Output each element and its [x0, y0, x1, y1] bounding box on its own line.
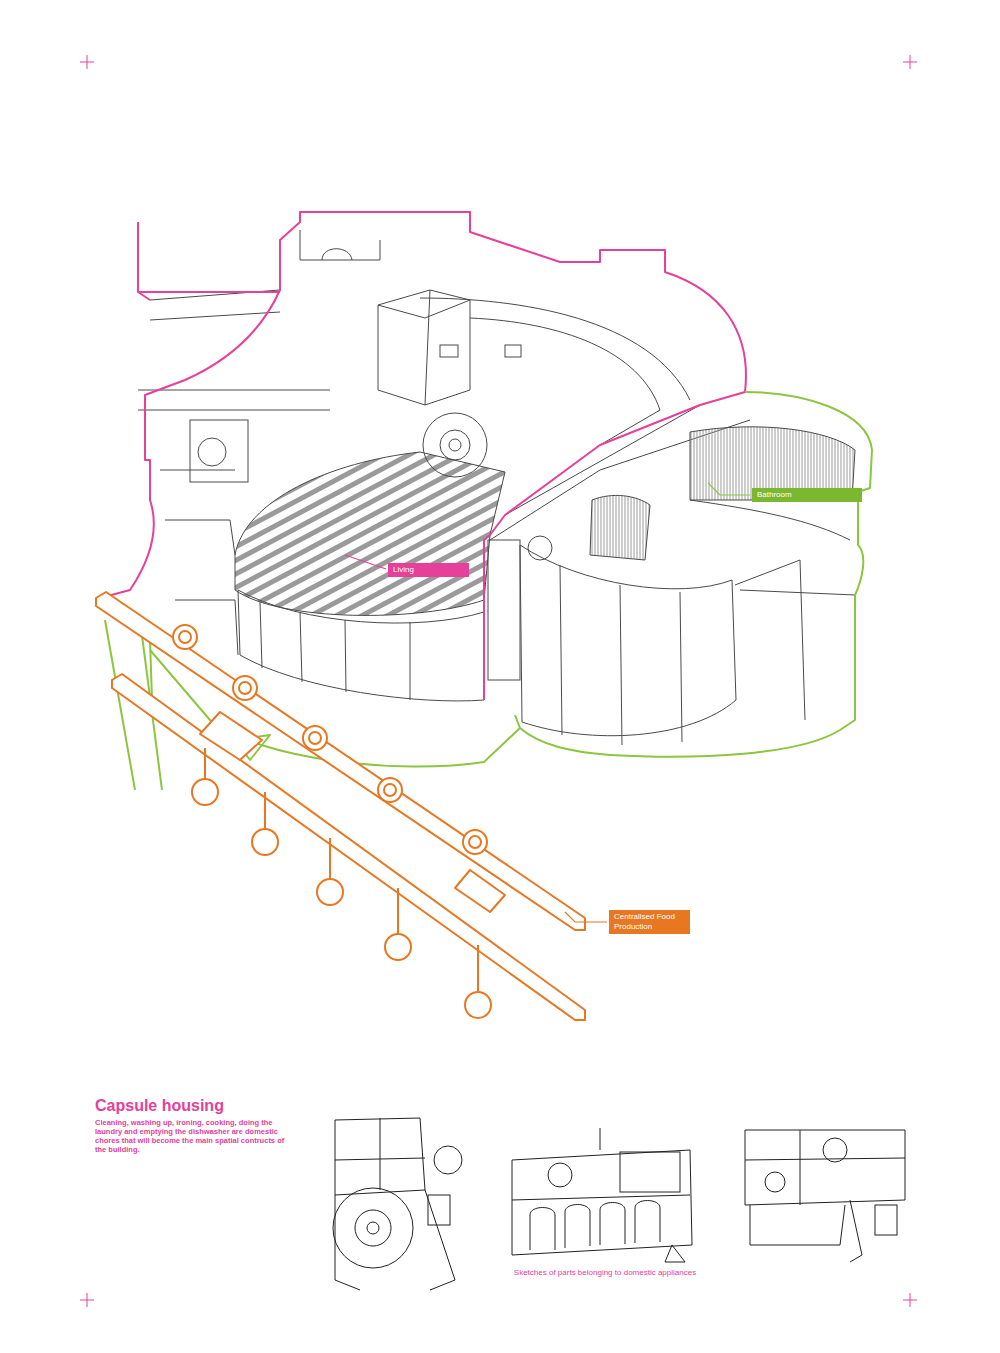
- leader-line: [345, 483, 750, 922]
- food-production-rail: [455, 870, 505, 912]
- food-production-rail: [205, 748, 478, 993]
- bathroom-capsule-outline: [515, 392, 872, 757]
- interior-linework: [690, 500, 850, 540]
- interior-linework: [488, 540, 520, 680]
- appliance-sketch: [548, 1163, 572, 1187]
- room-tag: Living: [388, 563, 469, 577]
- interior-linework: [470, 318, 660, 445]
- living-capsule-outline: [138, 222, 280, 300]
- food-production-rail: [239, 682, 251, 694]
- interior-linework: [423, 413, 487, 477]
- appliance-sketch: [750, 1200, 862, 1262]
- food-production-rail: [309, 732, 321, 744]
- interior-linework: [160, 470, 238, 655]
- appliance-sketch: [745, 1130, 905, 1205]
- interior-linework: [378, 290, 470, 405]
- interior-linework: [440, 345, 458, 357]
- appliance-sketch: [765, 1172, 785, 1192]
- food-production-rail: [96, 592, 585, 930]
- shower-screen: [590, 495, 650, 560]
- interior-linework: [449, 439, 461, 451]
- appliance-sketch: [620, 1152, 680, 1192]
- food-production-rail: [179, 631, 191, 643]
- appliance-sketch: [333, 1188, 413, 1268]
- appliance-sketch: [434, 1146, 462, 1174]
- interior-linework: [198, 438, 226, 466]
- appliance-sketch: [512, 1195, 690, 1200]
- appliance-sketch: [823, 1138, 847, 1162]
- appliance-sketch: [530, 1201, 660, 1251]
- tag-text: Living: [393, 565, 464, 575]
- food-production-rail: [463, 830, 487, 854]
- food-production-rail: [252, 829, 278, 855]
- description-text: Cleaning, washing up, ironing, cooking, …: [95, 1118, 293, 1154]
- leader-line: [565, 912, 607, 922]
- living-capsule-outline: [100, 212, 746, 700]
- appliance-sketch: [875, 1205, 897, 1235]
- tag-text: Bathroom: [757, 490, 857, 500]
- crop-mark: [80, 1293, 94, 1307]
- interior-linework: [420, 298, 690, 400]
- room-tag: Bathroom: [752, 488, 862, 502]
- food-production-rail: [378, 778, 402, 802]
- food-production-rail: [192, 779, 218, 805]
- food-production-rail: [469, 836, 481, 848]
- interior-linework: [138, 230, 855, 745]
- interior-linework: [528, 536, 552, 560]
- appliance-sketch: [512, 1150, 692, 1255]
- food-production-rail: [233, 676, 257, 700]
- food-production-rail: [465, 992, 491, 1018]
- appliance-sketch: [335, 1118, 425, 1190]
- bathroom-capsule-outline: [105, 392, 872, 790]
- interior-linework: [238, 590, 484, 701]
- interior-linework: [735, 560, 855, 720]
- leader-line: [345, 555, 386, 569]
- appliance-sketch: [355, 1210, 391, 1246]
- leader-line: [708, 483, 750, 495]
- food-production-rail: [200, 712, 262, 760]
- interior-linework: [190, 420, 248, 482]
- appliance-sketch: [335, 1190, 455, 1290]
- living-floor: [235, 452, 505, 615]
- food-production-rail: [385, 934, 411, 960]
- interior-linework: [440, 430, 470, 460]
- sketch-caption: Sketches of parts belonging to domestic …: [505, 1268, 705, 1278]
- living-capsule-outline: [100, 212, 746, 700]
- crop-mark: [903, 1293, 917, 1307]
- system-tag: Centralised Food Production: [609, 910, 690, 934]
- interior-linework: [300, 230, 380, 260]
- appliance-sketch: [335, 1118, 425, 1195]
- section-title: Capsule housing: [95, 1097, 224, 1115]
- interior-linework: [260, 602, 410, 700]
- interior-linework: [505, 345, 521, 357]
- appliance-sketch: [367, 1222, 379, 1234]
- interior-linework: [560, 565, 682, 745]
- food-production-rail: [317, 879, 343, 905]
- interior-linework: [378, 290, 470, 405]
- food-production-rail: [384, 784, 396, 796]
- crop-mark: [903, 55, 917, 69]
- food-production-rail: [112, 674, 585, 1020]
- appliance-sketch: [333, 1118, 905, 1290]
- food-production-rail: [96, 592, 585, 1020]
- crop-mark: [80, 55, 917, 1307]
- interior-linework: [520, 545, 736, 736]
- food-production-rail: [173, 625, 197, 649]
- crop-mark: [80, 55, 94, 69]
- appliance-sketch: [428, 1195, 450, 1225]
- food-production-rail: [303, 726, 327, 750]
- appliance-sketch: [600, 1128, 685, 1262]
- tag-text: Centralised Food Production: [614, 912, 685, 931]
- appliance-sketch: [745, 1130, 905, 1205]
- interior-linework: [238, 590, 484, 623]
